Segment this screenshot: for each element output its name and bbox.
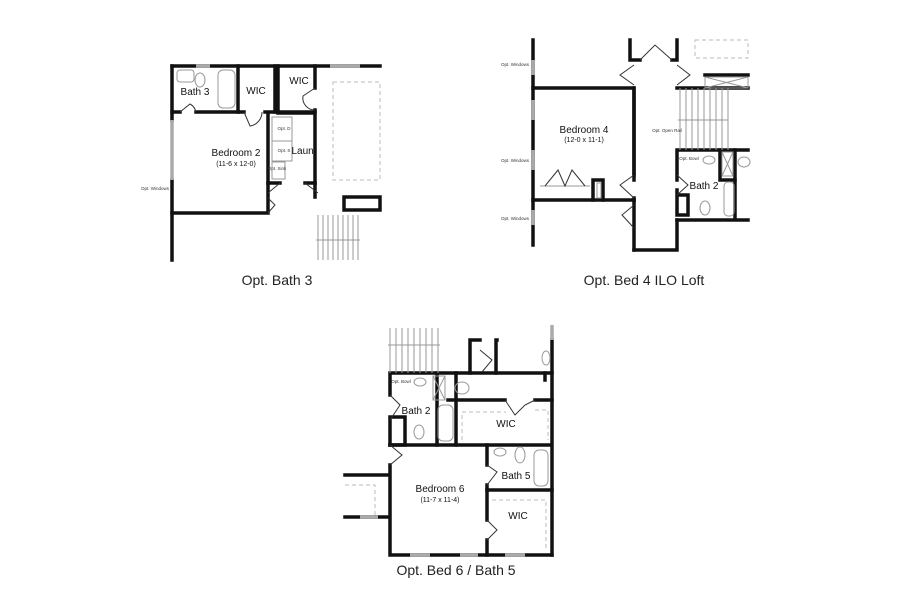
note-bowl: Opt. Bowl [391, 379, 411, 384]
plan-opt-bed-4-ilo-loft: Bedroom 4 (12-0 x 11-1) Bath 2 Opt. Wind… [501, 38, 751, 288]
note-windows: Opt. Windows [501, 62, 530, 67]
room-label: Bath 2 [402, 406, 431, 417]
note-washer: Opt. S [278, 148, 291, 153]
room-label: Bath 5 [502, 471, 531, 482]
windows [360, 325, 554, 557]
stairs [678, 88, 729, 150]
stairs [316, 215, 360, 260]
shelving [345, 409, 549, 550]
doors[interactable] [389, 349, 536, 541]
open-to-below [332, 81, 381, 181]
room-label: Bedroom 4 [560, 125, 609, 136]
note-dryer: Opt. D [277, 126, 291, 131]
fixtures [540, 76, 751, 217]
plan-caption: Opt. Bath 3 [242, 272, 313, 288]
room-label: Laun. [291, 146, 316, 157]
plan-caption: Opt. Bed 4 ILO Loft [584, 272, 705, 288]
room-dimensions: (11-6 x 12-0) [216, 161, 256, 168]
room-label: WIC [289, 76, 308, 87]
windows [170, 64, 360, 180]
room-label: WIC [508, 511, 527, 522]
room-label: Bedroom 2 [212, 148, 261, 159]
fixtures [176, 69, 293, 180]
note-windows: Opt. Windows [141, 186, 170, 191]
doors[interactable] [179, 87, 319, 214]
plan-opt-bath-3: Bath 3 WIC WIC Bedroom 2 (11-6 x 12-0) L… [141, 64, 382, 288]
note-bowl: Opt. Bowl [679, 156, 699, 161]
room-label: Bath 2 [690, 181, 719, 192]
stairs [388, 328, 440, 373]
note-open-rail: Opt. Open Rail [652, 128, 682, 133]
room-dimensions: (12-0 x 11-1) [564, 137, 604, 144]
room-label: Bedroom 6 [416, 484, 465, 495]
plan-caption: Opt. Bed 6 / Bath 5 [396, 562, 515, 578]
note-windows: Opt. Windows [501, 216, 530, 221]
plan-opt-bed-6-bath-5: Bath 2 WIC Bath 5 Bedroom 6 (11-7 x 11-4… [343, 325, 554, 578]
room-label: Bath 3 [181, 87, 210, 98]
fixtures [413, 350, 551, 487]
walls [343, 338, 554, 557]
room-dimensions: (11-7 x 11-4) [420, 497, 459, 504]
walls [170, 64, 382, 262]
doors[interactable] [544, 44, 691, 229]
note-sink: Opt. Sink [268, 166, 287, 171]
note-windows: Opt. Windows [501, 158, 530, 163]
open-to-below [694, 39, 749, 59]
room-label: WIC [246, 86, 265, 97]
room-label: WIC [496, 419, 515, 430]
